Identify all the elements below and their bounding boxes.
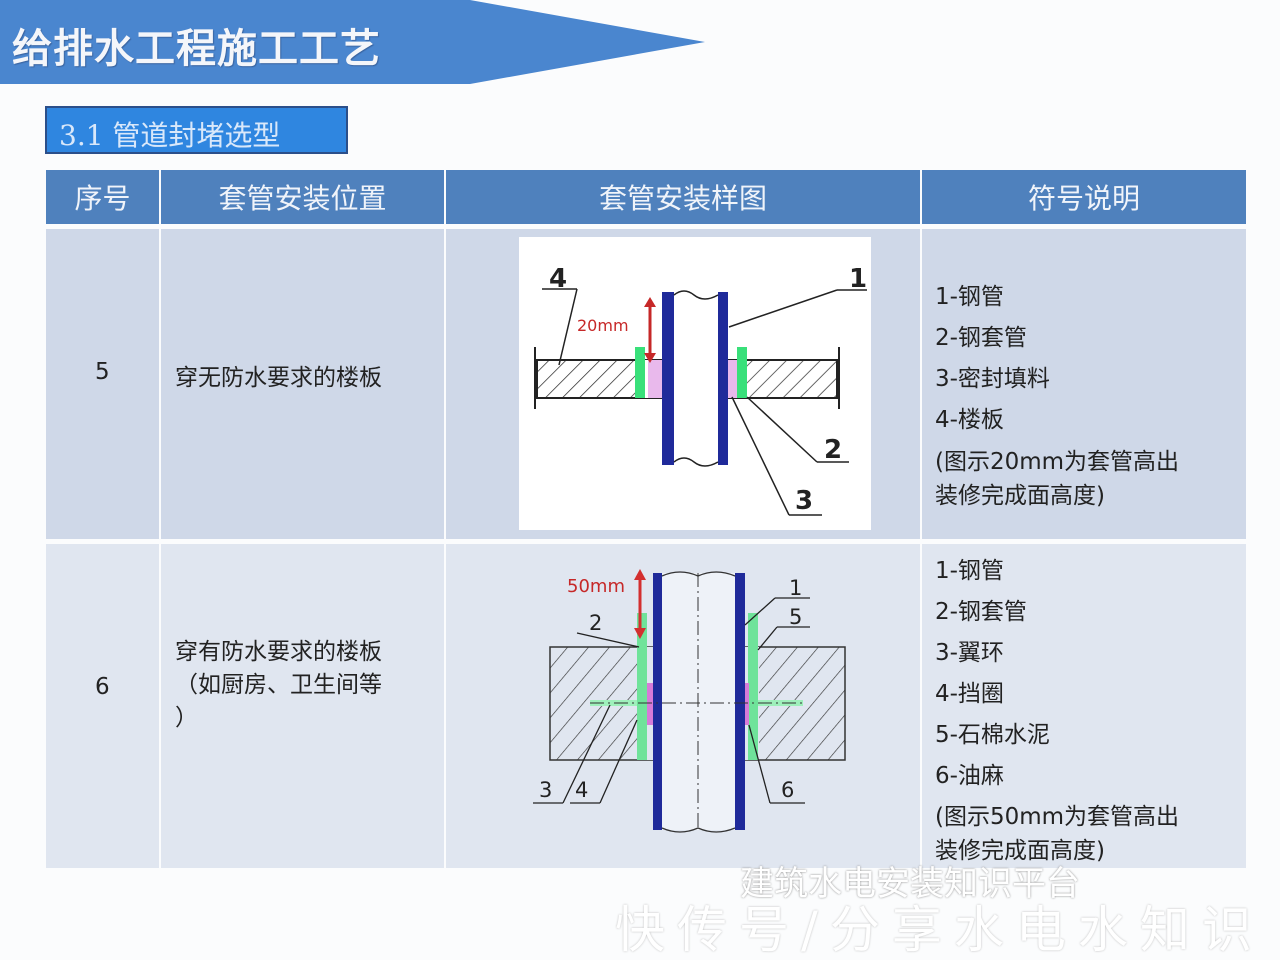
- legend-item: 4-楼板: [935, 407, 1004, 433]
- table-row-cell: [161, 544, 444, 868]
- legend-item: 4-挡圈: [935, 681, 1004, 707]
- steel-pipe: [653, 573, 662, 830]
- legend-note: (图示20mm为套管高出: [935, 449, 1180, 475]
- legend-item: 1-钢管: [935, 284, 1004, 310]
- legend-item: 5-石棉水泥: [935, 722, 1050, 748]
- steel-sleeve: [637, 613, 647, 760]
- steel-sleeve: [737, 347, 747, 398]
- legend-item: 3-翼环: [935, 640, 1004, 666]
- section-title: 3.1 管道封堵选型: [59, 119, 281, 152]
- legend-item: 2-钢套管: [935, 325, 1027, 351]
- row-number: 5: [95, 359, 110, 385]
- legend-item: 2-钢套管: [935, 599, 1027, 625]
- sealant: [727, 360, 739, 398]
- callout-4: 4: [575, 778, 588, 802]
- sealant: [648, 360, 662, 398]
- row-number: 6: [95, 674, 110, 700]
- callout-1: 1: [849, 264, 867, 294]
- steel-sleeve: [635, 347, 645, 398]
- sleeve-diagram-no-waterproof: 20mm 4 1 2 3: [519, 237, 871, 530]
- row-location: 穿有防水要求的楼板: [175, 639, 382, 665]
- callout-2: 2: [824, 435, 842, 465]
- table-row-cell: [46, 229, 159, 539]
- legend-note: 装修完成面高度): [935, 483, 1105, 509]
- callout-6: 6: [781, 778, 794, 802]
- legend-item: 3-密封填料: [935, 366, 1050, 392]
- title-banner: [0, 0, 705, 84]
- row-location: ）: [175, 705, 198, 731]
- callout-5: 5: [789, 605, 802, 629]
- row-location: 穿无防水要求的楼板: [175, 365, 382, 391]
- table-row-cell: [161, 229, 444, 539]
- callout-4: 4: [549, 264, 567, 294]
- row-location: （如厨房、卫生间等: [175, 672, 382, 698]
- table-row-cell: [922, 229, 1246, 539]
- callout-3: 3: [539, 778, 552, 802]
- source-watermark: 快传号/分享水电水知识: [615, 901, 1264, 959]
- dimension-label: 20mm: [577, 316, 629, 335]
- table-row-cell: [922, 544, 1246, 868]
- steel-pipe: [662, 292, 674, 465]
- oakum: [647, 683, 654, 725]
- brand-watermark: 建筑水电安装知识平台: [740, 864, 1080, 904]
- dimension-label: 50mm: [567, 576, 625, 597]
- col-header-no: 序号: [46, 170, 159, 224]
- legend-note: 装修完成面高度): [935, 838, 1105, 864]
- callout-3: 3: [795, 486, 813, 516]
- callout-2: 2: [589, 611, 602, 635]
- page-title: 给排水工程施工工艺: [12, 26, 381, 72]
- col-header-legend: 符号说明: [922, 170, 1246, 224]
- col-header-location: 套管安装位置: [161, 170, 444, 224]
- callout-1: 1: [789, 576, 802, 600]
- section-heading: 3.1 管道封堵选型: [45, 106, 348, 154]
- col-header-diagram: 套管安装样图: [446, 170, 920, 224]
- legend-item: 6-油麻: [935, 763, 1004, 789]
- wing-ring: [590, 700, 637, 706]
- sleeve-diagram-waterproof: 50mm 1 2 3 4 5 6: [533, 569, 846, 833]
- legend-note: (图示50mm为套管高出: [935, 804, 1180, 830]
- legend-item: 1-钢管: [935, 558, 1004, 584]
- table-row-cell: [46, 544, 159, 868]
- steel-sleeve: [748, 613, 758, 760]
